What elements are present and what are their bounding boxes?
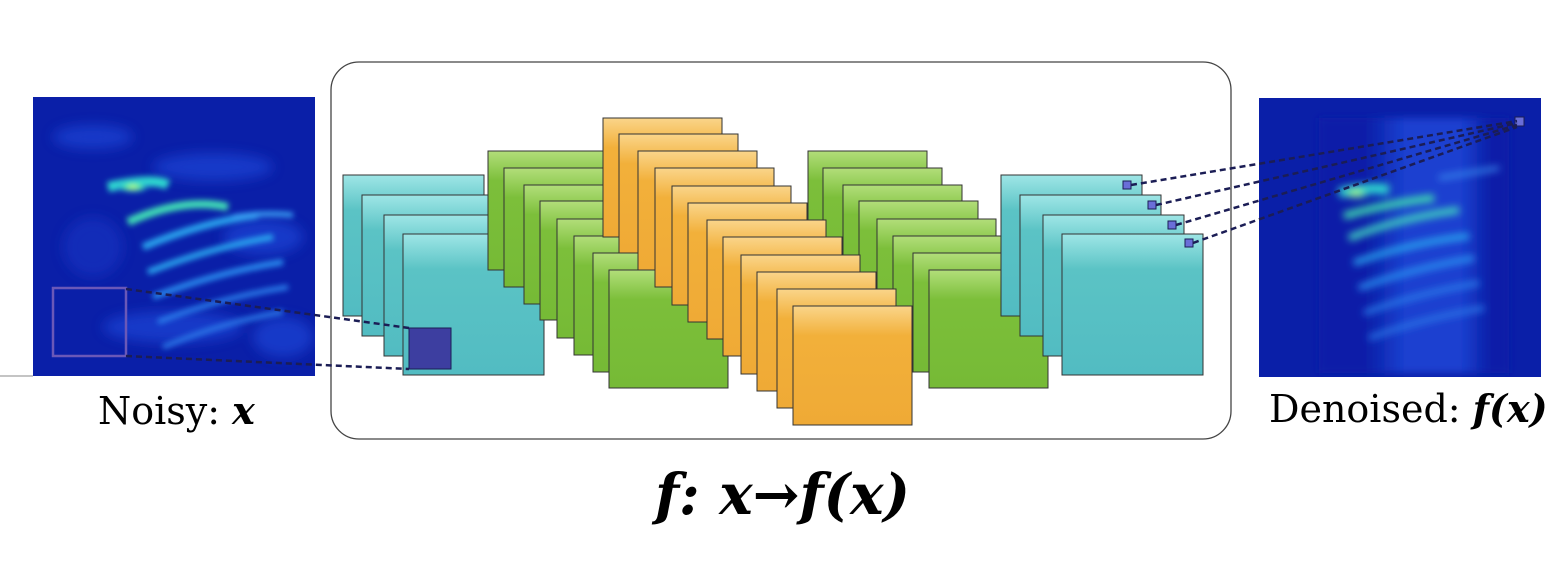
denoised-label: Denoised: f(x) (1269, 386, 1548, 431)
mapping-formula: f: x→f(x) (654, 462, 911, 528)
noisy-label-var: x (232, 388, 255, 433)
output-pixel-2 (1147, 200, 1157, 210)
input-connectors (125, 287, 410, 371)
output-feature-stack (1000, 174, 1204, 376)
bottleneck-stack (602, 117, 913, 426)
output-connectors (1130, 119, 1518, 245)
denoised-image (1259, 98, 1541, 377)
noisy-label-text: Noisy: (98, 389, 233, 433)
noisy-label: Noisy: x (98, 388, 255, 433)
output-pixel-3 (1167, 220, 1177, 230)
denoised-label-var: f(x) (1472, 386, 1548, 431)
output-pixel-1 (1122, 180, 1132, 190)
noisy-image (33, 97, 315, 376)
output-pixel-4 (1184, 238, 1194, 248)
input-patch (408, 327, 452, 370)
denoised-label-text: Denoised: (1269, 387, 1473, 431)
